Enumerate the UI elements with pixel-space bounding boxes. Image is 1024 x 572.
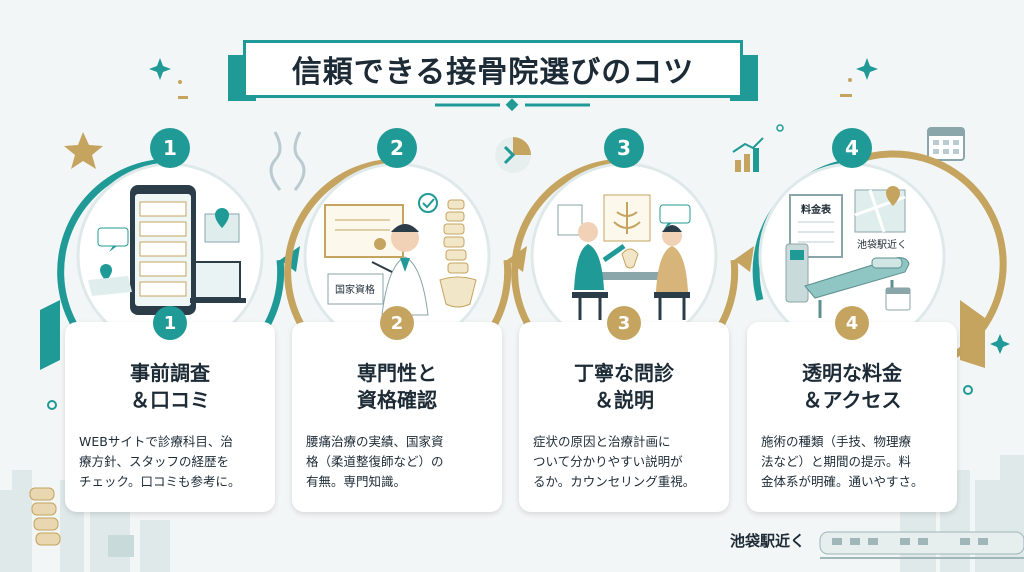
ribbon-right xyxy=(960,300,985,368)
step-body-4: 施術の種類（手技、物理療 法など）と期間の提示。料 金体系が明確。通いやすさ。 xyxy=(761,434,924,489)
step-card-1: 1 事前調査 ＆口コミ WEBサイトで診療科目、治 療方針、スタッフの経歴を チ… xyxy=(65,306,275,512)
footer-location-label: 池袋駅近く xyxy=(730,532,806,550)
step-title-2: 専門性と 資格確認 xyxy=(357,361,437,412)
step-card-2: 2 専門性と 資格確認 腰痛治療の実績、国家資 格（柔道整復師など）の 有無。専… xyxy=(292,306,502,512)
certificate-label: 国家資格 xyxy=(335,283,375,296)
step-title-3: 丁寧な問診 ＆説明 xyxy=(574,361,674,412)
calendar-icon-top xyxy=(927,127,965,161)
joint-icon xyxy=(269,131,306,191)
smartphone-reviews-illustration xyxy=(88,185,246,315)
page-title: 信頼できる接骨院選びのコツ xyxy=(291,55,695,90)
pie-progress-icon xyxy=(495,137,531,173)
step-number-4: 4 xyxy=(835,306,869,340)
step-number-3: 3 xyxy=(607,306,641,340)
step-card-3: 3 丁寧な問診 ＆説明 症状の原因と治療計画に ついて分かりやすい説明が るか。… xyxy=(519,306,729,512)
step-title-1: 事前調査 ＆口コミ xyxy=(130,361,210,412)
city-skyline-left xyxy=(0,470,170,572)
doctor-certificate-illustration: 国家資格 xyxy=(324,193,477,316)
title-banner: 信頼できる接骨院選びのコツ xyxy=(243,40,743,98)
step-badge-3: 3 xyxy=(604,128,644,168)
title-ornament xyxy=(435,98,590,112)
step-badge-4: 4 xyxy=(832,128,872,168)
step-body-2: 腰痛治療の実績、国家資 格（柔道整復師など）の 有無。専門知識。 xyxy=(306,434,444,489)
step-badge-1: 1 xyxy=(150,128,190,168)
step-card-4: 4 透明な料金 ＆アクセス 施術の種類（手技、物理療 法など）と期間の提示。料 … xyxy=(747,306,957,512)
step-number-1: 1 xyxy=(153,306,187,340)
consultation-illustration xyxy=(557,194,691,320)
step-title-4: 透明な料金 ＆アクセス xyxy=(802,361,902,412)
decorative-sparkles xyxy=(47,58,1010,410)
ribbon-left xyxy=(40,300,60,370)
map-tag-label: 池袋駅近く xyxy=(857,238,907,251)
price-sheet-label: 料金表 xyxy=(801,203,832,216)
treatment-bed-illustration: 料金表 池袋駅近く xyxy=(785,186,911,318)
train-icon xyxy=(819,531,1024,559)
growth-chart-icon xyxy=(732,137,764,172)
step-badge-2: 2 xyxy=(377,128,417,168)
step-body-1: WEBサイトで診療科目、治 療方針、スタッフの経歴を チェック。口コミも参考に。 xyxy=(79,434,241,489)
step-number-2: 2 xyxy=(380,306,414,340)
step-body-3: 症状の原因と治療計画に ついて分かりやすい説明が るか。カウンセリング重視。 xyxy=(533,434,696,489)
spine-decoration-icon xyxy=(29,487,61,546)
